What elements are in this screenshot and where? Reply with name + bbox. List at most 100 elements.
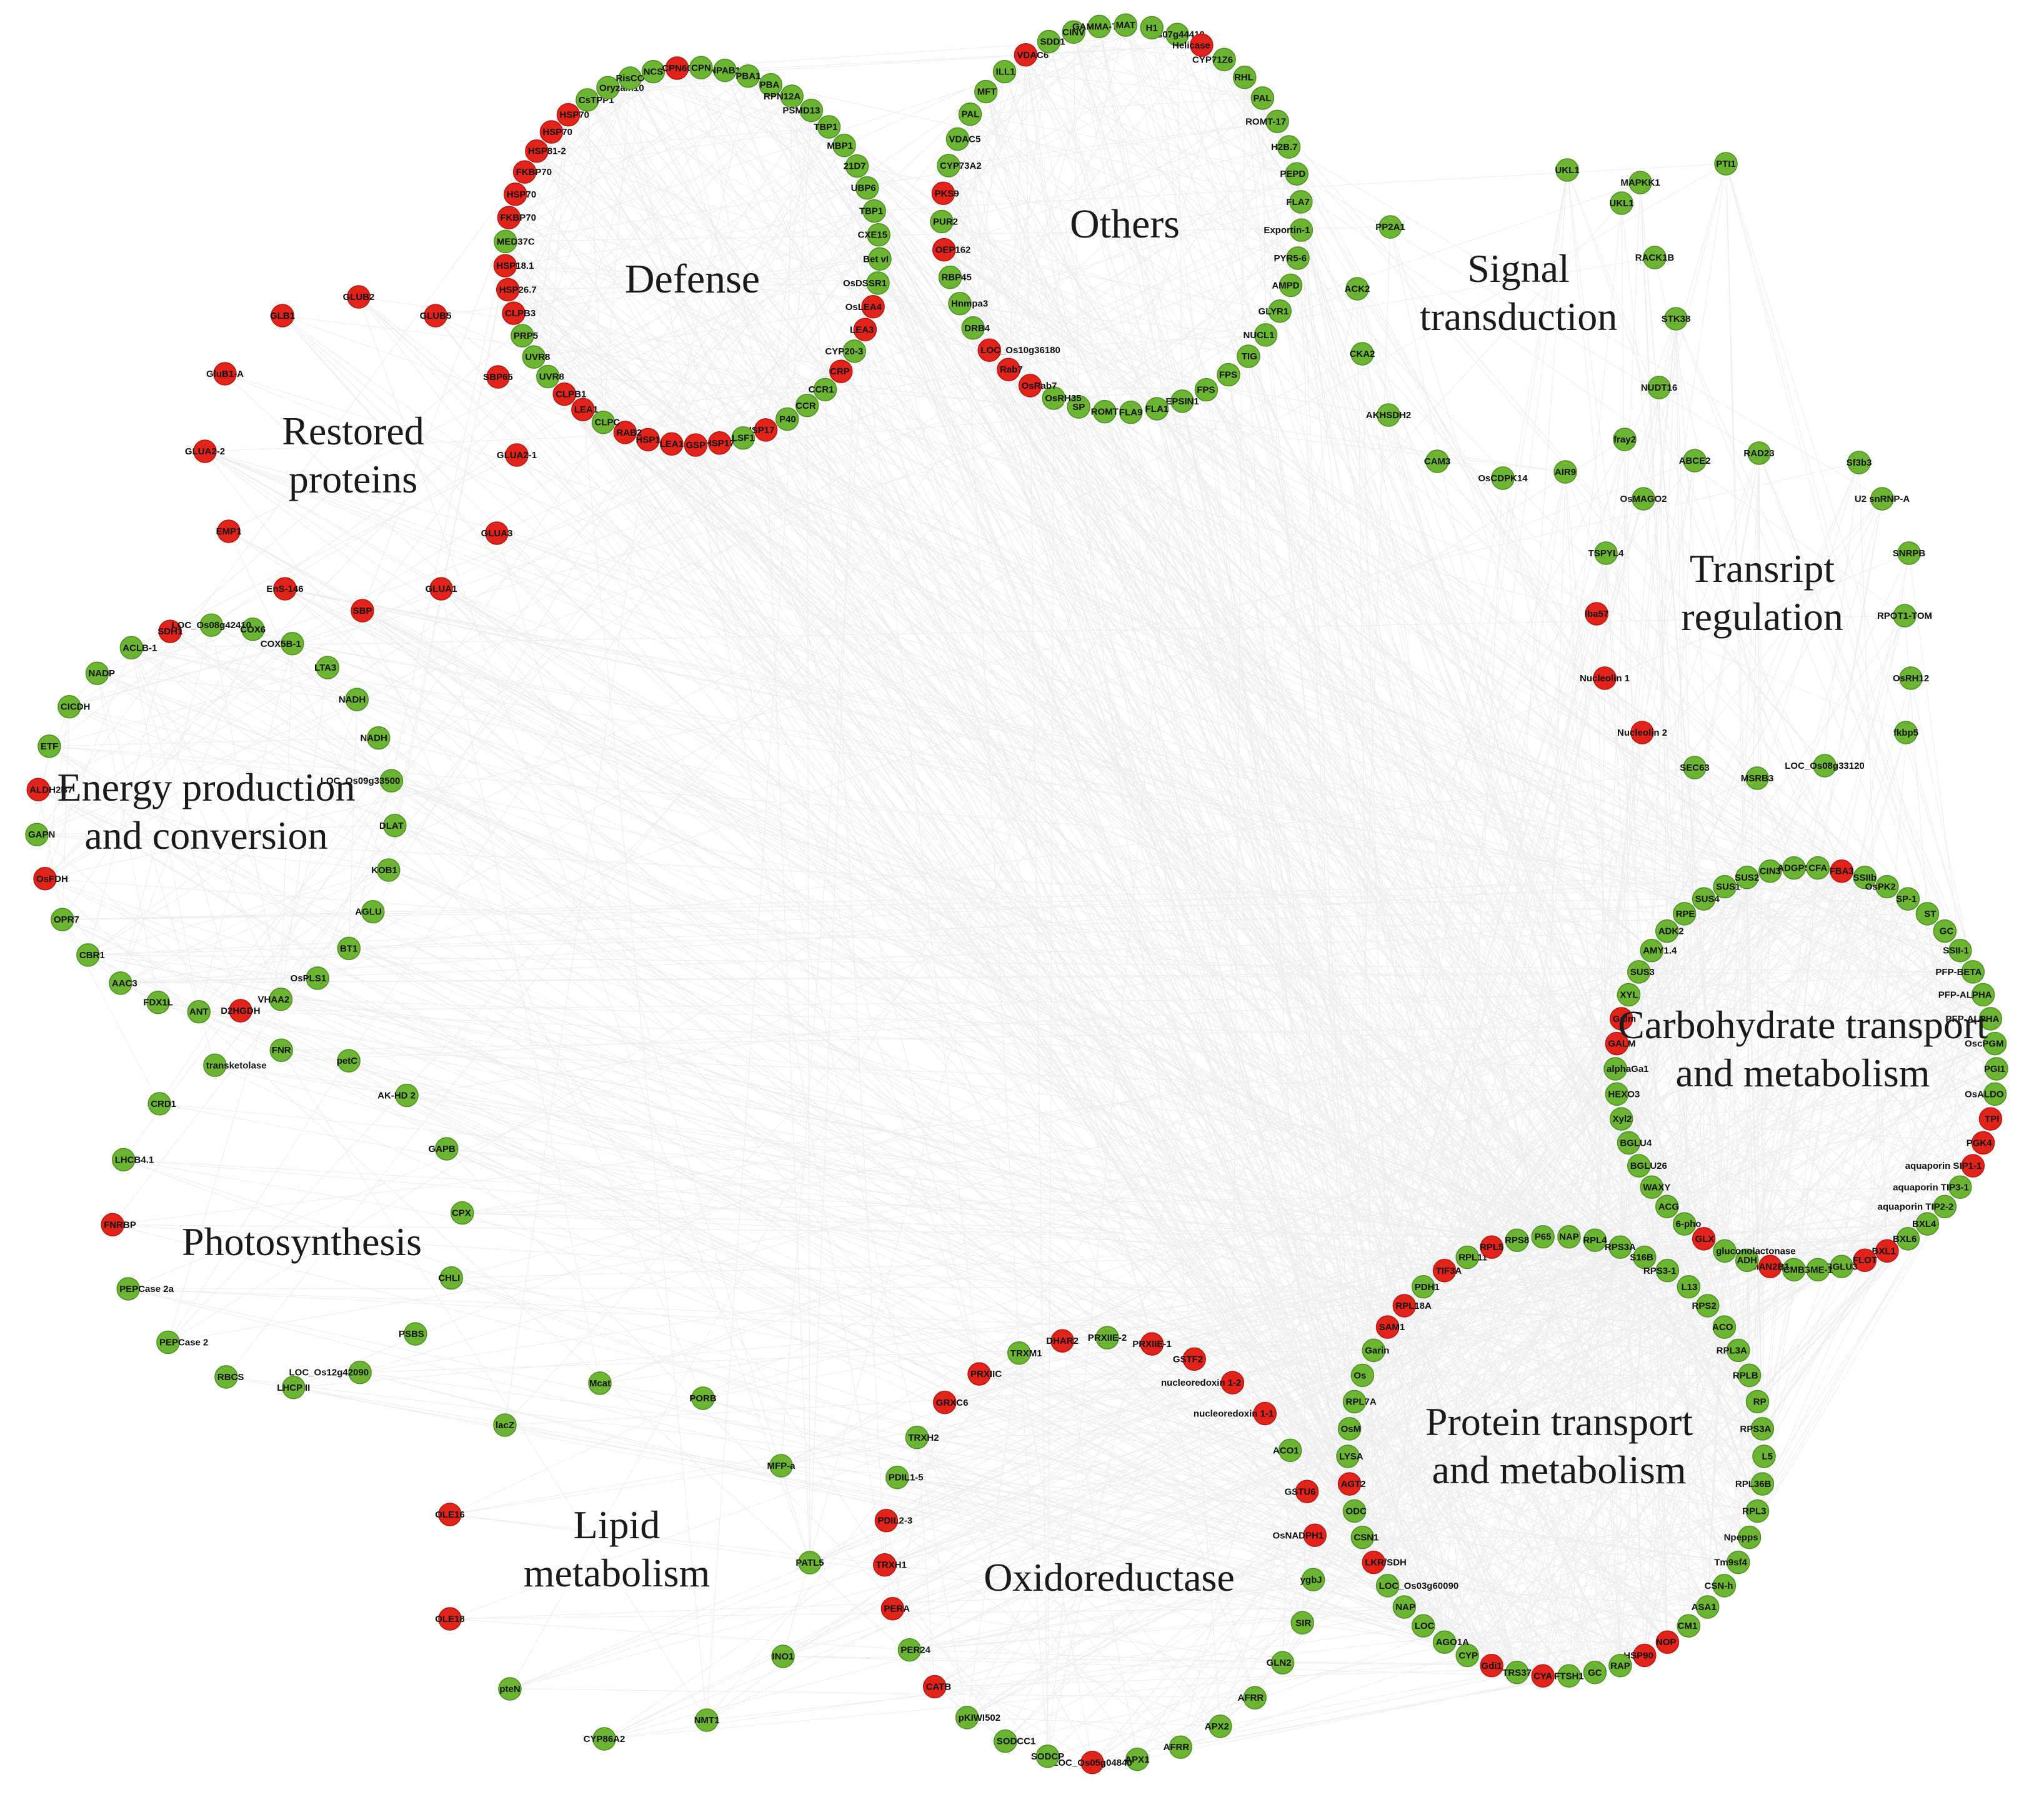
down-regulated-node[interactable] bbox=[306, 966, 329, 990]
protein-node[interactable]: PERA bbox=[880, 1596, 910, 1621]
down-regulated-node[interactable] bbox=[1608, 1235, 1632, 1259]
down-regulated-node[interactable] bbox=[1613, 428, 1637, 451]
up-regulated-node[interactable] bbox=[1875, 1239, 1899, 1263]
protein-node[interactable]: HSP18.1 bbox=[493, 254, 534, 278]
down-regulated-node[interactable] bbox=[1847, 451, 1871, 474]
down-regulated-node[interactable] bbox=[1350, 342, 1374, 366]
protein-node[interactable]: nucleoredoxin 1-1 bbox=[1194, 1401, 1277, 1426]
protein-node[interactable]: AFRR bbox=[1164, 1735, 1192, 1759]
protein-node[interactable]: SUS3 bbox=[1627, 960, 1655, 984]
protein-node[interactable]: SUS4 bbox=[1692, 887, 1720, 911]
protein-node[interactable]: S16B bbox=[1630, 1245, 1657, 1269]
down-regulated-node[interactable] bbox=[731, 426, 755, 450]
down-regulated-node[interactable] bbox=[1217, 363, 1240, 387]
down-regulated-node[interactable] bbox=[937, 154, 960, 178]
protein-node[interactable]: PRXIIC bbox=[967, 1362, 1002, 1386]
protein-node[interactable]: GALM bbox=[1605, 1031, 1636, 1056]
protein-node[interactable]: RisCO bbox=[616, 66, 645, 90]
protein-node[interactable]: EPSIN1 bbox=[1165, 389, 1199, 413]
up-regulated-node[interactable] bbox=[539, 120, 564, 144]
protein-node[interactable]: HEXO3 bbox=[1605, 1082, 1640, 1106]
protein-node[interactable]: PDIL1-5 bbox=[885, 1465, 924, 1489]
protein-node[interactable]: ANT bbox=[187, 999, 211, 1024]
protein-node[interactable]: PSMD13 bbox=[782, 98, 824, 123]
protein-node[interactable]: RPE bbox=[1672, 902, 1697, 926]
protein-node[interactable]: Tm9sf4 bbox=[1714, 1550, 1750, 1574]
down-regulated-node[interactable] bbox=[37, 734, 61, 758]
protein-node[interactable]: Hnmpa3 bbox=[948, 291, 988, 316]
protein-node[interactable]: SDD1 bbox=[1037, 29, 1065, 54]
down-regulated-node[interactable] bbox=[511, 324, 534, 348]
down-regulated-node[interactable] bbox=[1505, 1228, 1529, 1252]
protein-node[interactable]: AMY1.4 bbox=[1640, 938, 1677, 963]
down-regulated-node[interactable] bbox=[25, 823, 49, 846]
up-regulated-node[interactable] bbox=[429, 577, 453, 601]
down-regulated-node[interactable] bbox=[1583, 1661, 1607, 1684]
protein-node[interactable]: MFP-a bbox=[767, 1454, 796, 1478]
down-regulated-node[interactable] bbox=[1727, 1550, 1750, 1574]
protein-node[interactable]: OsPK2 bbox=[1865, 874, 1899, 899]
up-regulated-node[interactable] bbox=[1961, 1154, 1985, 1178]
up-regulated-node[interactable] bbox=[512, 160, 537, 184]
protein-node[interactable]: LOC_Os09g33500 bbox=[321, 769, 404, 793]
protein-node[interactable]: FLA1 bbox=[1145, 397, 1169, 421]
down-regulated-node[interactable] bbox=[1067, 395, 1090, 419]
protein-node[interactable]: VDAC5 bbox=[945, 127, 981, 151]
up-regulated-node[interactable] bbox=[1220, 1371, 1245, 1394]
down-regulated-node[interactable] bbox=[1752, 1444, 1776, 1468]
down-regulated-node[interactable] bbox=[1713, 1239, 1737, 1263]
protein-node[interactable]: SBP bbox=[351, 599, 374, 623]
down-regulated-node[interactable] bbox=[1603, 1057, 1627, 1081]
down-regulated-node[interactable] bbox=[116, 1277, 140, 1301]
down-regulated-node[interactable] bbox=[1628, 171, 1652, 194]
up-regulated-node[interactable] bbox=[1830, 859, 1853, 883]
down-regulated-node[interactable] bbox=[1933, 919, 1957, 943]
protein-node[interactable]: OsM bbox=[1337, 1417, 1362, 1441]
down-regulated-node[interactable] bbox=[1278, 1438, 1302, 1463]
protein-node[interactable]: CM1 bbox=[1677, 1614, 1701, 1638]
up-regulated-node[interactable] bbox=[1480, 1654, 1503, 1678]
protein-node[interactable]: BGLU4 bbox=[1617, 1131, 1652, 1155]
protein-node[interactable]: CAM3 bbox=[1424, 449, 1451, 473]
protein-node[interactable]: OscPGM bbox=[1965, 1031, 2007, 1056]
protein-node[interactable]: Os bbox=[1350, 1363, 1375, 1388]
down-regulated-node[interactable] bbox=[1432, 1630, 1457, 1654]
protein-node[interactable]: fray2 bbox=[1613, 428, 1637, 451]
up-regulated-node[interactable] bbox=[636, 428, 660, 452]
protein-node[interactable]: Iba57 bbox=[1585, 602, 1608, 626]
protein-node[interactable]: PFP-BETA bbox=[1935, 960, 1985, 984]
up-regulated-node[interactable] bbox=[33, 867, 57, 891]
protein-node[interactable]: PDH1 bbox=[1411, 1275, 1440, 1299]
protein-node[interactable]: LEA3 bbox=[850, 318, 877, 342]
protein-node[interactable]: SODCC1 bbox=[994, 1729, 1036, 1753]
up-regulated-node[interactable] bbox=[1630, 721, 1654, 744]
down-regulated-node[interactable] bbox=[1655, 1259, 1680, 1283]
protein-node[interactable]: CFA bbox=[1806, 856, 1830, 880]
down-regulated-node[interactable] bbox=[111, 1148, 136, 1172]
down-regulated-node[interactable] bbox=[1985, 1057, 2008, 1081]
down-regulated-node[interactable] bbox=[214, 1365, 238, 1389]
down-regulated-node[interactable] bbox=[522, 345, 546, 369]
down-regulated-node[interactable] bbox=[1643, 246, 1667, 269]
down-regulated-node[interactable] bbox=[842, 339, 867, 363]
down-regulated-node[interactable] bbox=[1362, 1338, 1385, 1363]
protein-node[interactable]: Sf3b3 bbox=[1847, 451, 1872, 474]
up-regulated-node[interactable] bbox=[496, 278, 520, 302]
protein-node[interactable]: FKBP70 bbox=[512, 160, 552, 184]
protein-node[interactable]: OsRH35 bbox=[1042, 386, 1082, 410]
up-regulated-node[interactable] bbox=[1633, 1643, 1657, 1668]
down-regulated-node[interactable] bbox=[1758, 859, 1782, 883]
protein-node[interactable]: RPL3 bbox=[1742, 1499, 1770, 1523]
up-regulated-node[interactable] bbox=[571, 398, 595, 421]
down-regulated-node[interactable] bbox=[1745, 766, 1769, 790]
protein-node[interactable]: BGLU26 bbox=[1627, 1154, 1667, 1178]
down-regulated-node[interactable] bbox=[383, 814, 407, 838]
protein-node[interactable]: CLPB1 bbox=[552, 382, 586, 406]
down-regulated-node[interactable] bbox=[1505, 1661, 1529, 1684]
protein-node[interactable]: AMPD bbox=[1272, 273, 1303, 298]
protein-node[interactable]: OsALDO bbox=[1965, 1082, 2007, 1106]
protein-node[interactable]: CATB bbox=[922, 1674, 952, 1699]
protein-node[interactable]: lacZ bbox=[493, 1413, 517, 1437]
protein-node[interactable]: CPN60 bbox=[662, 56, 692, 80]
protein-node[interactable]: GLUA1 bbox=[426, 577, 457, 601]
